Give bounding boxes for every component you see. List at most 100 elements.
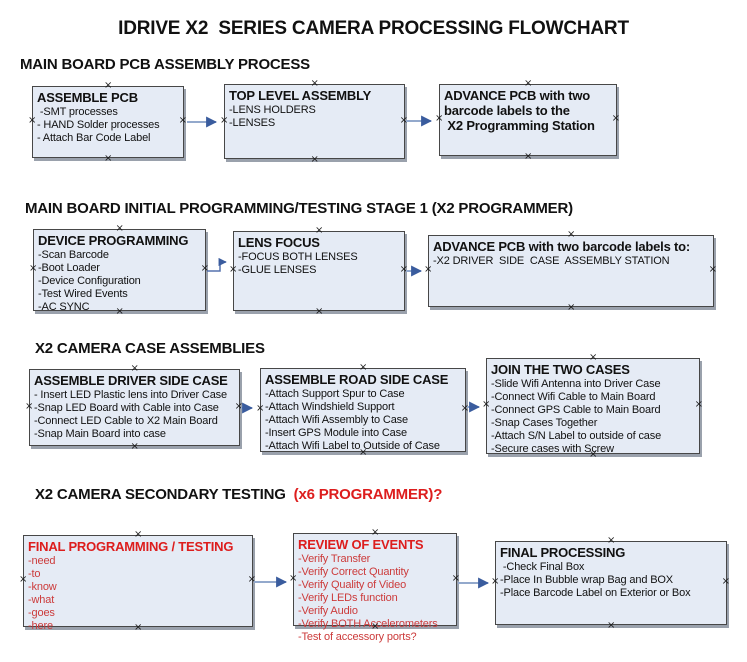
section-heading-secondary-testing: X2 CAMERA SECONDARY TESTING (x6 PROGRAMM…	[35, 486, 442, 503]
anchor-handle-icon: ×	[130, 441, 139, 452]
box-item: -Attach Windshield Support	[265, 401, 395, 413]
box-title: DEVICE PROGRAMMING	[38, 233, 189, 248]
box-item: -Check Final Box	[500, 561, 585, 573]
anchor-handle-icon: ×	[130, 363, 139, 374]
anchor-handle-icon: ×	[491, 576, 500, 587]
anchor-handle-icon: ×	[229, 264, 238, 275]
anchor-handle-icon: ×	[359, 447, 368, 458]
box-item: -goes	[28, 607, 55, 619]
anchor-handle-icon: ×	[359, 362, 368, 373]
arrow-device-to-lensfocus	[207, 257, 227, 272]
box-title: FINAL PROCESSING	[500, 545, 626, 560]
box-item: -Verify Transfer	[298, 553, 371, 565]
box-item: -Snap LED Board with Cable into Case	[34, 402, 219, 414]
anchor-handle-icon: ×	[708, 264, 717, 275]
box-item: -Snap Main Board into case	[34, 428, 166, 440]
anchor-handle-icon: ×	[611, 113, 620, 124]
box-title: REVIEW OF EVENTS	[298, 537, 424, 552]
box-item: -Test Wired Events	[38, 288, 128, 300]
box-item: -know	[28, 581, 57, 593]
box-item: - Attach Bar Code Label	[37, 132, 151, 144]
flow-box-final-programming-testing: ×××× FINAL PROGRAMMING / TESTING -need-t…	[19, 530, 256, 633]
anchor-handle-icon: ×	[104, 80, 113, 91]
box-item: -AC SYNC	[38, 301, 90, 313]
anchor-handle-icon: ×	[134, 529, 143, 540]
box-item: -Test of accessory ports?	[298, 631, 417, 643]
flow-box-lens-focus: × × × × LENS FOCUS -FOCUS BOTH LENSES-GLUE …	[229, 226, 408, 317]
box-item: -Device Configuration	[38, 275, 141, 287]
box-item: -Place In Bubble wrap Bag and BOX	[500, 574, 673, 586]
box-item: - Insert LED Plastic lens into Driver Ca…	[34, 389, 227, 401]
anchor-handle-icon: ×	[607, 620, 616, 631]
section-heading-text: X2 CAMERA CASE ASSEMBLIES	[35, 340, 265, 357]
section-heading-pcb-assembly: MAIN BOARD PCB ASSEMBLY PROCESS	[20, 56, 310, 73]
flow-box-advance-pcb-driver-side: ×××× ADVANCE PCB with two barcode labels…	[424, 230, 717, 313]
anchor-handle-icon: ×	[200, 263, 209, 274]
box-item: -Secure cases with Screw	[491, 443, 614, 455]
box-title: ASSEMBLE ROAD SIDE CASE	[265, 372, 449, 387]
box-items: - Insert LED Plastic lens into Driver Ca…	[34, 389, 239, 441]
flow-box-advance-pcb-programming-station: ×××× ADVANCE PCB with two barcode labels…	[435, 79, 620, 162]
box-title: ASSEMBLE DRIVER SIDE CASE	[34, 373, 228, 388]
box-items: -Verify Transfer-Verify Correct Quantity…	[298, 553, 456, 644]
anchor-handle-icon: ×	[451, 572, 460, 584]
flow-box-join-the-two-cases: ×××× JOIN THE TWO CASES -Slide Wifi Ante…	[482, 353, 703, 460]
box-item: -GLUE LENSES	[238, 264, 317, 276]
flow-box-assemble-driver-side-case: × × × × ASSEMBLE DRIVER SIDE CASE - Insert …	[25, 364, 243, 452]
box-item: -Connect GPS Cable to Main Board	[491, 404, 661, 416]
box-item: -FOCUS BOTH LENSES	[238, 251, 358, 263]
box-items: -X2 DRIVER SIDE CASE ASSEMBLY STATION	[433, 255, 713, 268]
anchor-handle-icon: ×	[234, 400, 243, 412]
anchor-handle-icon: ×	[399, 114, 408, 126]
box-items: -FOCUS BOTH LENSES-GLUE LENSES	[238, 251, 404, 277]
anchor-handle-icon: ×	[694, 399, 703, 410]
anchor-handle-icon: ×	[256, 403, 265, 414]
anchor-handle-icon: ×	[115, 306, 124, 317]
anchor-handle-icon: ×	[19, 574, 28, 585]
box-item: -Scan Barcode	[38, 249, 109, 261]
section-heading-suffix: (x6 PROGRAMMER)?	[285, 486, 443, 503]
box-title: ASSEMBLE PCB	[37, 90, 138, 105]
box-title: ADVANCE PCB with two barcode labels to t…	[444, 88, 595, 133]
anchor-handle-icon: ×	[589, 449, 598, 460]
anchor-handle-icon: ×	[220, 114, 229, 126]
box-item: -SMT processes	[37, 106, 118, 118]
anchor-handle-icon: ×	[178, 115, 187, 126]
section-heading-case-assemblies: X2 CAMERA CASE ASSEMBLIES	[35, 340, 265, 357]
section-heading-initial-programming: MAIN BOARD INITIAL PROGRAMMING/TESTING S…	[25, 200, 573, 217]
anchor-handle-icon: ×	[567, 302, 576, 313]
anchor-handle-icon: ×	[115, 223, 124, 234]
anchor-handle-icon: ×	[315, 225, 324, 236]
anchor-handle-icon: ×	[524, 78, 533, 89]
box-item: -need	[28, 555, 56, 567]
box-items: -Check Final Box-Place In Bubble wrap Ba…	[500, 561, 726, 600]
anchor-handle-icon: ×	[25, 400, 34, 412]
anchor-handle-icon: ×	[310, 154, 319, 165]
anchor-handle-icon: ×	[482, 399, 491, 410]
anchor-handle-icon: ×	[134, 622, 143, 633]
section-heading-text: X2 CAMERA SECONDARY TESTING	[35, 486, 286, 503]
anchor-handle-icon: ×	[524, 151, 533, 162]
box-item: -Insert GPS Module into Case	[265, 427, 407, 439]
box-title: LENS FOCUS	[238, 235, 320, 250]
box-item: -Snap Cases Together	[491, 417, 598, 429]
anchor-handle-icon: ×	[371, 621, 380, 632]
box-item: -Attach Wifi Label to Outside of Case	[265, 440, 440, 452]
box-item: -Verify BOTH Accelerometers	[298, 618, 438, 630]
page-title: IDRIVE X2 SERIES CAMERA PROCESSING FLOWC…	[118, 18, 629, 39]
box-item: -Slide Wifi Antenna into Driver Case	[491, 378, 661, 390]
anchor-handle-icon: ×	[29, 263, 38, 274]
box-items: -need-to-know-what-goes-here	[28, 555, 252, 633]
anchor-handle-icon: ×	[399, 264, 408, 275]
box-items: -Slide Wifi Antenna into Driver Case -Con…	[491, 378, 699, 456]
box-item: -Attach Support Spur to Case	[265, 388, 405, 400]
box-title: ADVANCE PCB with two barcode labels to:	[433, 239, 691, 254]
anchor-handle-icon: ×	[371, 527, 380, 538]
flow-box-device-programming: × × × × DEVICE PROGRAMMING -Scan Barcode-Bo…	[29, 224, 209, 317]
anchor-handle-icon: ×	[315, 306, 324, 317]
flow-box-assemble-pcb: ×××× ASSEMBLE PCB -SMT processes- HAND S…	[28, 81, 187, 164]
box-items: -Scan Barcode-Boot Loader-Device Configu…	[38, 249, 205, 314]
box-item: -Verify Quality of Video	[298, 579, 407, 591]
anchor-handle-icon: ×	[310, 78, 319, 89]
box-item: -Boot Loader	[38, 262, 100, 274]
